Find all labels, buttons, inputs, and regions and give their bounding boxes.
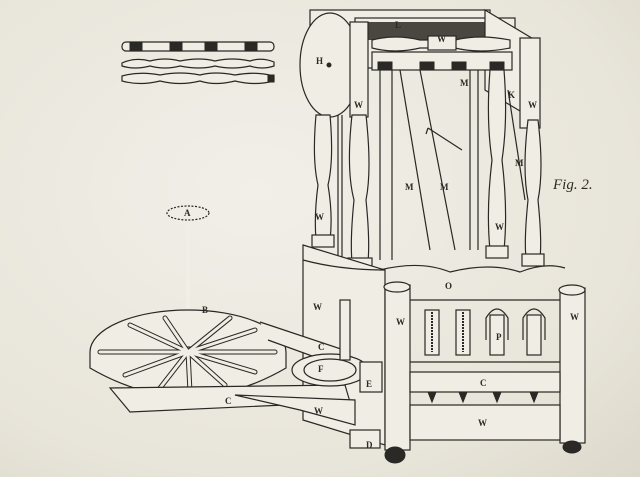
label-O: O — [445, 281, 452, 291]
label-P: P — [496, 332, 502, 342]
label-M4: M — [515, 158, 524, 168]
roller-1 — [121, 41, 275, 52]
label-C-upper: C — [318, 342, 325, 352]
label-C-lower: C — [225, 396, 232, 406]
drive-wheel — [89, 205, 383, 426]
spindles — [424, 308, 546, 404]
label-W-base: W — [314, 406, 323, 416]
label-K: K — [508, 90, 515, 100]
roller-2 — [121, 58, 275, 69]
figure-caption: Fig. 2. — [552, 177, 593, 193]
disk-H — [299, 12, 369, 118]
labels: A B C C C D E F H K L M M M M O P W W W … — [184, 20, 579, 450]
label-W-post-right: W — [570, 312, 579, 322]
label-W-bottom-rail: W — [478, 418, 487, 428]
roller-inset — [121, 41, 275, 85]
label-W-right-top: W — [528, 100, 537, 110]
label-W-leg-left: W — [315, 212, 324, 222]
label-W-disk: W — [354, 100, 363, 110]
label-B: B — [202, 305, 208, 315]
label-M3: M — [460, 78, 469, 88]
label-W-frame-left: W — [313, 302, 322, 312]
label-M1: M — [405, 182, 414, 192]
label-L: L — [395, 20, 401, 30]
label-W-post-left: W — [396, 317, 405, 327]
roller-3 — [121, 72, 275, 85]
label-W-leg-right: W — [495, 222, 504, 232]
label-C-rail: C — [480, 378, 487, 388]
label-A: A — [184, 208, 191, 218]
label-F: F — [318, 364, 324, 374]
label-W-top: W — [437, 34, 446, 44]
label-H: H — [316, 56, 323, 66]
label-M2: M — [440, 182, 449, 192]
label-D: D — [366, 440, 373, 450]
label-E: E — [366, 379, 372, 389]
